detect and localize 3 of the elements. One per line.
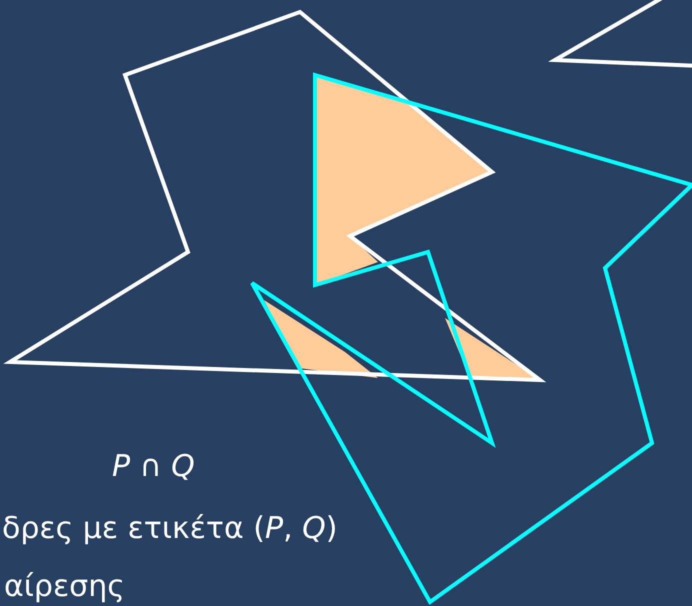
caption-text: αίρεσης	[4, 572, 125, 602]
formula-text: P ∩ Q	[112, 452, 195, 482]
caption-text: δρες με ετικέτα (P, Q)	[2, 514, 338, 544]
